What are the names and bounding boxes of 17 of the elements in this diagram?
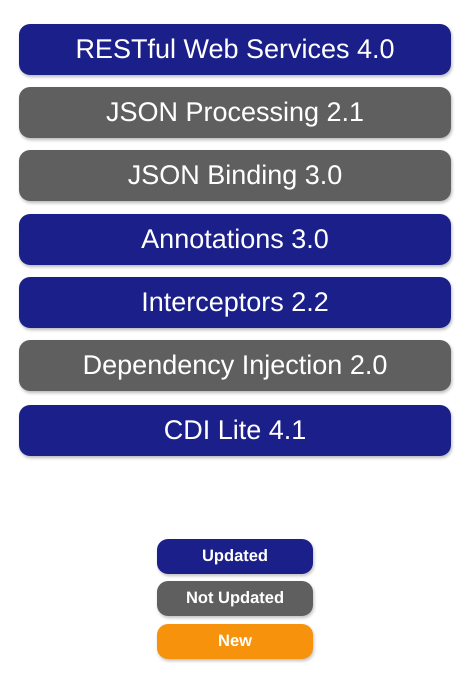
box-label: JSON Processing 2.1 bbox=[106, 98, 364, 128]
component-box bbox=[19, 405, 451, 456]
legend-label: Not Updated bbox=[186, 589, 284, 608]
box-label: RESTful Web Services 4.0 bbox=[75, 34, 395, 64]
box-label: CDI Lite 4.1 bbox=[164, 416, 306, 446]
legend-label: Updated bbox=[202, 547, 268, 566]
legend-label: New bbox=[218, 632, 252, 651]
box-label: JSON Binding 3.0 bbox=[128, 160, 342, 190]
box-label: Interceptors 2.2 bbox=[141, 288, 329, 318]
component-box bbox=[19, 24, 451, 75]
box-label: Dependency Injection 2.0 bbox=[82, 350, 388, 380]
component-box bbox=[19, 150, 451, 201]
component-box bbox=[19, 277, 451, 328]
component-box bbox=[19, 340, 451, 391]
component-box bbox=[19, 87, 451, 138]
component-box bbox=[19, 214, 451, 265]
box-label: Annotations 3.0 bbox=[141, 224, 329, 254]
